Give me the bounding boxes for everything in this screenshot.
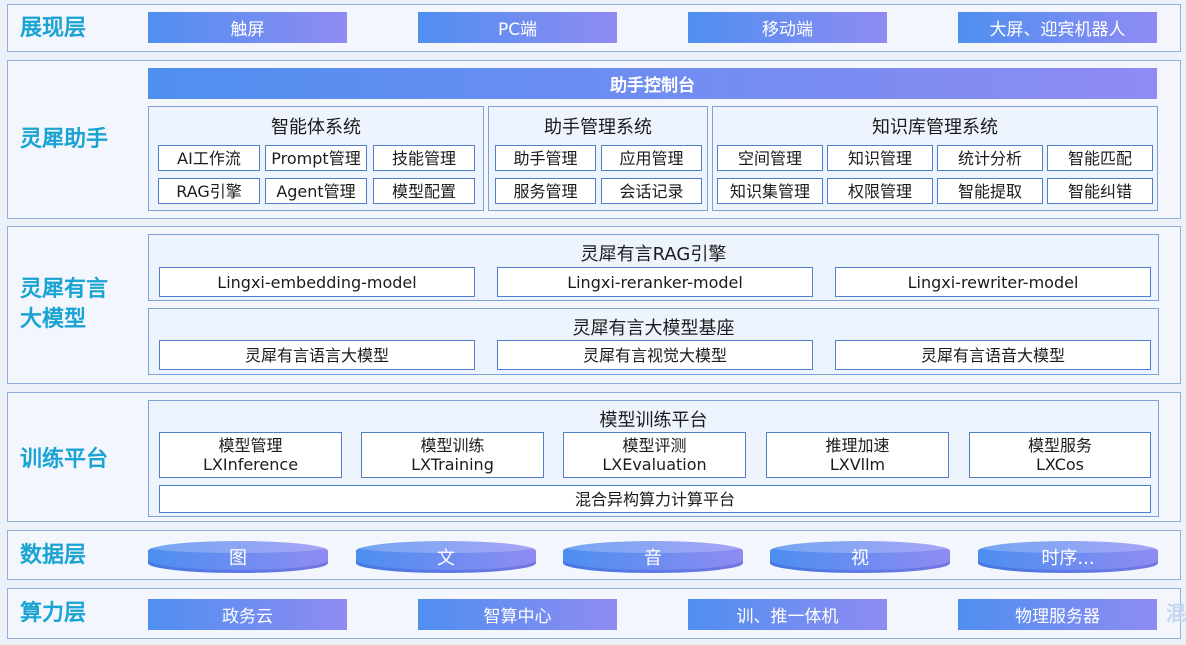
data-item-text: 文 — [356, 541, 536, 573]
compute-layer-title: 算力层 — [20, 601, 87, 626]
watermark-text: 混 — [1166, 601, 1186, 625]
presentation-item-touch: 触屏 — [148, 12, 347, 43]
compute-layer: 算力层 政务云 智算中心 训、推一体机 物理服务器 — [7, 588, 1181, 639]
presentation-item-bigscreen: 大屏、迎宾机器人 — [958, 12, 1157, 43]
compute-item-ai-center: 智算中心 — [418, 599, 617, 630]
training-item-code: LXVllm — [829, 455, 886, 474]
mgmt-item-service: 服务管理 — [495, 178, 596, 204]
agent-item-ai-workflow: AI工作流 — [158, 145, 260, 171]
agent-system-title: 智能体系统 — [271, 117, 361, 138]
compute-item-physical-server: 物理服务器 — [958, 599, 1157, 630]
training-item-model-service: 模型服务 LXCos — [969, 432, 1151, 478]
presentation-layer-title: 展现层 — [20, 16, 87, 41]
kb-item-correct: 智能纠错 — [1047, 178, 1153, 204]
kb-item-match: 智能匹配 — [1047, 145, 1153, 171]
model-layer-title: 灵犀有言 大模型 — [20, 277, 109, 332]
data-layer: 数据层 图 文 音 视 时序... — [7, 530, 1181, 580]
training-item-model-eval: 模型评测 LXEvaluation — [563, 432, 746, 478]
training-item-inference-accel: 推理加速 LXVllm — [766, 432, 949, 478]
training-layer-title: 训练平台 — [20, 447, 109, 472]
agent-item-model-config: 模型配置 — [373, 178, 475, 204]
training-platform-title: 模型训练平台 — [599, 410, 708, 431]
data-item-timeseries: 时序... — [978, 541, 1158, 573]
rag-reranker-model: Lingxi-reranker-model — [497, 267, 813, 297]
agent-item-skill: 技能管理 — [373, 145, 475, 171]
presentation-item-pc: PC端 — [418, 12, 617, 43]
base-language-model: 灵犀有言语言大模型 — [159, 340, 475, 370]
rag-engine-panel: 灵犀有言RAG引擎 Lingxi-embedding-model Lingxi-… — [148, 234, 1159, 301]
base-vision-model: 灵犀有言视觉大模型 — [497, 340, 813, 370]
training-item-name: 推理加速 — [825, 436, 890, 455]
agent-item-agent: Agent管理 — [265, 178, 367, 204]
training-item-code: LXTraining — [411, 455, 494, 474]
training-item-code: LXCos — [1035, 455, 1084, 474]
model-base-panel: 灵犀有言大模型基座 灵犀有言语言大模型 灵犀有言视觉大模型 灵犀有言语音大模型 — [148, 308, 1159, 375]
compute-item-gov-cloud: 政务云 — [148, 599, 347, 630]
model-base-title: 灵犀有言大模型基座 — [572, 318, 735, 339]
assistant-mgmt-title: 助手管理系统 — [544, 117, 652, 138]
training-item-name: 模型管理 — [218, 436, 283, 455]
assistant-layer-title: 灵犀助手 — [20, 127, 109, 152]
data-item-image: 图 — [148, 541, 328, 573]
hybrid-compute-platform: 混合异构算力计算平台 — [159, 485, 1151, 513]
training-item-model-mgmt: 模型管理 LXInference — [159, 432, 342, 478]
compute-item-appliance: 训、推一体机 — [688, 599, 887, 630]
training-item-name: 模型服务 — [1027, 436, 1092, 455]
kb-item-set: 知识集管理 — [717, 178, 823, 204]
kb-mgmt-panel: 知识库管理系统 空间管理 知识管理 统计分析 智能匹配 知识集管理 权限管理 智… — [712, 106, 1158, 211]
training-item-name: 模型评测 — [622, 436, 687, 455]
agent-system-panel: 智能体系统 AI工作流 Prompt管理 技能管理 RAG引擎 Agent管理 … — [148, 106, 484, 211]
training-item-model-train: 模型训练 LXTraining — [361, 432, 544, 478]
rag-embedding-model: Lingxi-embedding-model — [159, 267, 475, 297]
mgmt-item-assistant: 助手管理 — [495, 145, 596, 171]
assistant-console-bar: 助手控制台 — [148, 68, 1157, 99]
data-item-video: 视 — [770, 541, 950, 573]
presentation-item-mobile: 移动端 — [688, 12, 887, 43]
presentation-layer: 展现层 触屏 PC端 移动端 大屏、迎宾机器人 — [7, 4, 1181, 52]
kb-item-stats: 统计分析 — [937, 145, 1043, 171]
assistant-mgmt-panel: 助手管理系统 助手管理 应用管理 服务管理 会话记录 — [488, 106, 708, 211]
model-layer: 灵犀有言 大模型 灵犀有言RAG引擎 Lingxi-embedding-mode… — [7, 226, 1181, 384]
kb-item-space: 空间管理 — [717, 145, 823, 171]
rag-rewriter-model: Lingxi-rewriter-model — [835, 267, 1151, 297]
training-item-name: 模型训练 — [420, 436, 485, 455]
mgmt-item-session: 会话记录 — [601, 178, 702, 204]
mgmt-item-app: 应用管理 — [601, 145, 702, 171]
rag-engine-title: 灵犀有言RAG引擎 — [580, 244, 727, 265]
base-speech-model: 灵犀有言语音大模型 — [835, 340, 1151, 370]
kb-item-permission: 权限管理 — [827, 178, 933, 204]
training-item-code: LXInference — [202, 455, 299, 474]
kb-mgmt-title: 知识库管理系统 — [872, 117, 998, 138]
kb-item-extract: 智能提取 — [937, 178, 1043, 204]
training-platform-panel: 模型训练平台 模型管理 LXInference 模型训练 LXTraining … — [148, 400, 1159, 517]
assistant-layer: 灵犀助手 助手控制台 智能体系统 AI工作流 Prompt管理 技能管理 RAG… — [7, 60, 1181, 219]
data-layer-title: 数据层 — [20, 543, 87, 568]
data-item-audio: 音 — [563, 541, 743, 573]
agent-item-prompt: Prompt管理 — [265, 145, 367, 171]
training-layer: 训练平台 模型训练平台 模型管理 LXInference 模型训练 LXTrai… — [7, 392, 1181, 522]
training-item-code: LXEvaluation — [602, 455, 707, 474]
kb-item-knowledge: 知识管理 — [827, 145, 933, 171]
agent-item-rag: RAG引擎 — [158, 178, 260, 204]
